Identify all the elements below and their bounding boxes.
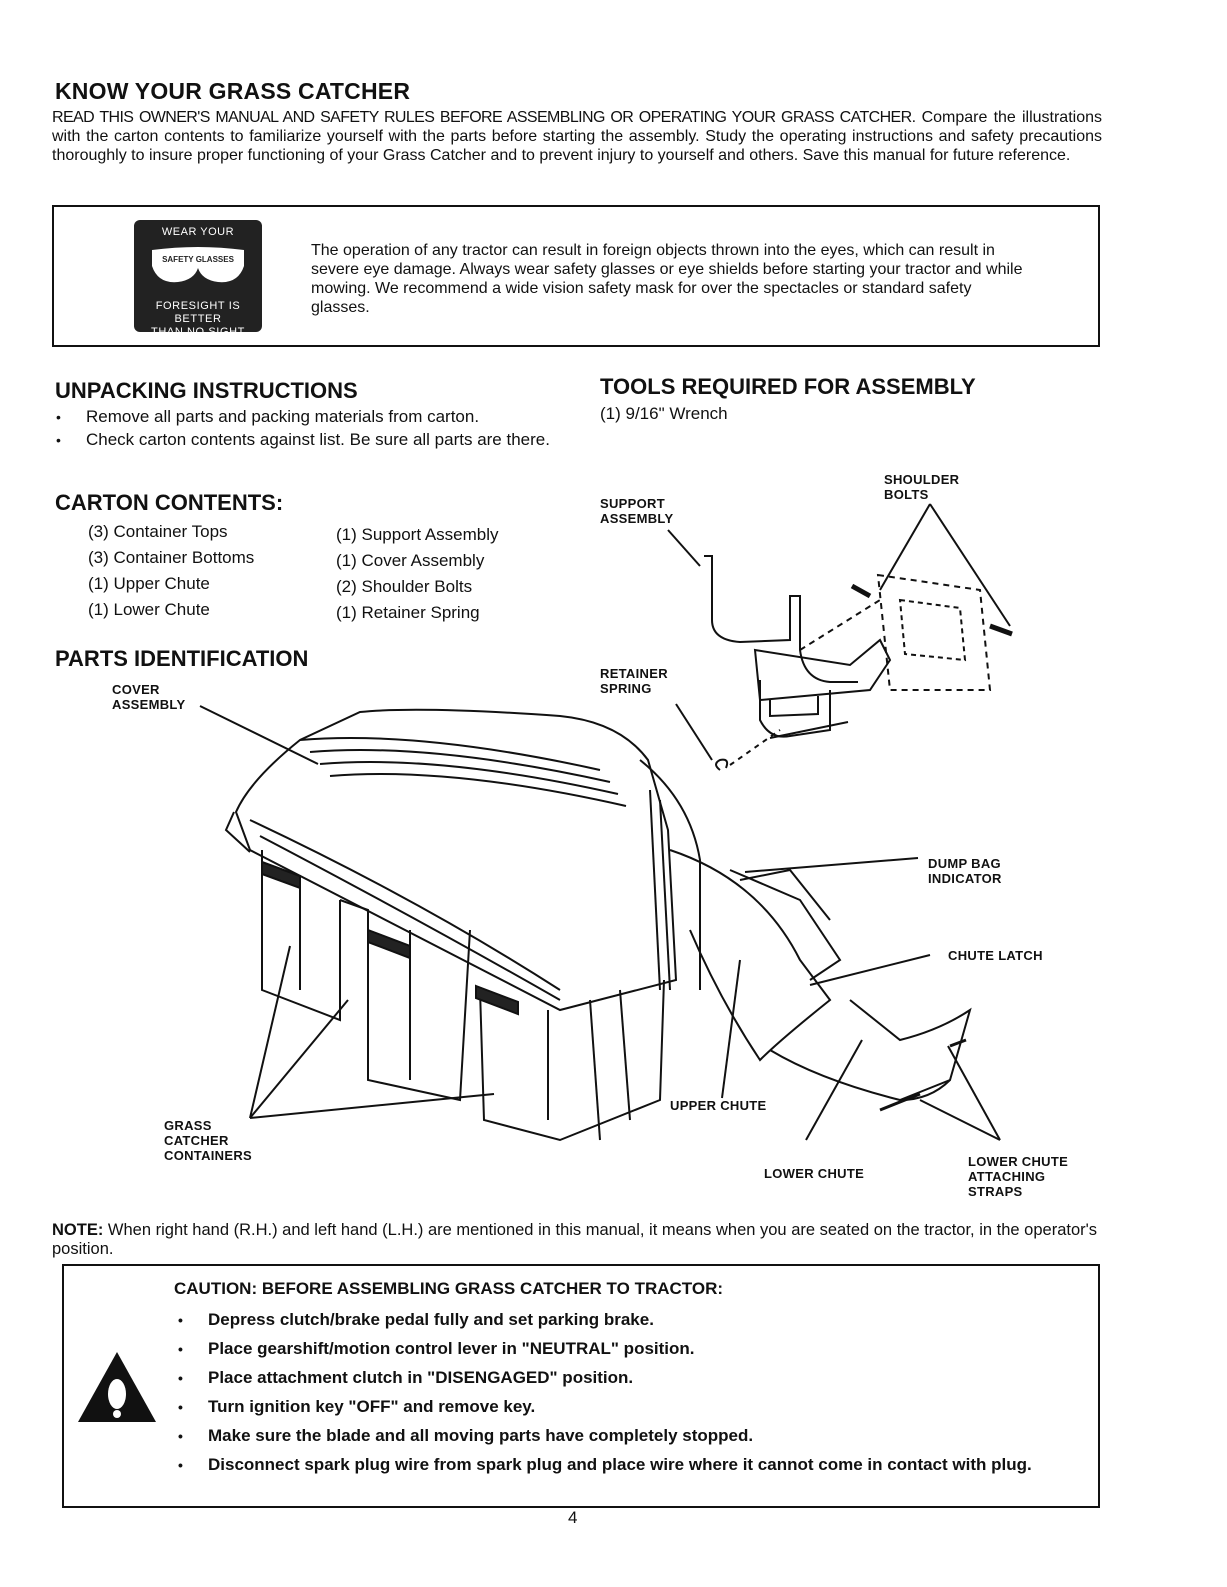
list-item: Remove all parts and packing materials f… xyxy=(52,407,552,427)
list-item: (3) Container Tops xyxy=(88,522,228,541)
note-label: NOTE: xyxy=(52,1221,104,1239)
list-item: (1) Upper Chute xyxy=(88,574,210,593)
label-support-assembly: SUPPORT ASSEMBLY xyxy=(600,496,674,526)
safety-glasses-logo: WEAR YOUR SAFETY GLASSES FORESIGHT IS BE… xyxy=(134,220,262,338)
list-item: Turn ignition key "OFF" and remove key. xyxy=(174,1397,1074,1417)
note-paragraph: NOTE: When right hand (R.H.) and left ha… xyxy=(52,1221,1112,1259)
logo-top-text: WEAR YOUR xyxy=(161,226,235,238)
caution-heading: CAUTION: BEFORE ASSEMBLING GRASS CATCHER… xyxy=(174,1279,724,1298)
unpacking-list: Remove all parts and packing materials f… xyxy=(52,407,552,453)
warning-text: The operation of any tractor can result … xyxy=(311,242,1023,316)
safety-warning-box: WEAR YOUR SAFETY GLASSES FORESIGHT IS BE… xyxy=(52,205,1100,347)
warning-triangle-icon xyxy=(78,1352,156,1422)
list-item: Check carton contents against list. Be s… xyxy=(52,430,552,450)
list-item: Place gearshift/motion control lever in … xyxy=(174,1339,1074,1359)
logo-middle-text: SAFETY GLASSES xyxy=(162,255,235,264)
intro-text: Compare the illustrations with the carto… xyxy=(52,109,1102,164)
safety-glasses-icon: SAFETY GLASSES xyxy=(152,247,244,283)
list-item: (3) Container Bottoms xyxy=(88,548,255,567)
list-item: (1) Cover Assembly xyxy=(336,551,485,570)
label-grass-catcher-containers: GRASS CATCHER CONTAINERS xyxy=(164,1118,252,1163)
label-lower-chute-straps: LOWER CHUTE ATTACHING STRAPS xyxy=(968,1154,1069,1199)
label-upper-chute: UPPER CHUTE xyxy=(670,1098,767,1113)
caution-box: CAUTION: BEFORE ASSEMBLING GRASS CATCHER… xyxy=(62,1264,1100,1508)
label-dump-bag-indicator: DUMP BAG INDICATOR xyxy=(928,856,1002,886)
label-shoulder-bolts: SHOULDER BOLTS xyxy=(884,472,960,502)
list-item: Place attachment clutch in "DISENGAGED" … xyxy=(174,1368,1074,1388)
list-item: (1) Support Assembly xyxy=(336,525,499,544)
page-title: KNOW YOUR GRASS CATCHER xyxy=(55,78,411,104)
list-item: (1) Lower Chute xyxy=(88,600,210,619)
intro-caps: READ THIS OWNER'S MANUAL AND SAFETY RULE… xyxy=(52,109,916,126)
logo-bottom-line-2: THAN NO SIGHT xyxy=(151,326,245,338)
label-cover-assembly: COVER ASSEMBLY xyxy=(112,682,186,712)
page-number: 4 xyxy=(568,1508,578,1527)
intro-paragraph: READ THIS OWNER'S MANUAL AND SAFETY RULE… xyxy=(52,108,1102,165)
unpacking-heading: UNPACKING INSTRUCTIONS xyxy=(55,378,358,403)
caution-list: Depress clutch/brake pedal fully and set… xyxy=(174,1310,1074,1484)
list-item: (2) Shoulder Bolts xyxy=(336,577,473,596)
tools-heading: TOOLS REQUIRED FOR ASSEMBLY xyxy=(600,374,976,399)
label-chute-latch: CHUTE LATCH xyxy=(948,948,1043,963)
parts-heading: PARTS IDENTIFICATION xyxy=(55,646,309,671)
carton-heading: CARTON CONTENTS: xyxy=(55,490,284,515)
note-text: When right hand (R.H.) and left hand (L.… xyxy=(52,1221,1098,1258)
carton-col-2: (1) Support Assembly (1) Cover Assembly … xyxy=(336,522,499,626)
logo-bottom-line-1: FORESIGHT IS BETTER xyxy=(155,300,241,325)
carton-col-1: (3) Container Tops (3) Container Bottoms… xyxy=(88,519,254,623)
list-item: Make sure the blade and all moving parts… xyxy=(174,1426,1074,1446)
list-item: Depress clutch/brake pedal fully and set… xyxy=(174,1310,1074,1330)
list-item: (1) Retainer Spring xyxy=(336,603,480,622)
label-retainer-spring: RETAINER SPRING xyxy=(600,666,668,696)
tools-item: (1) 9/16" Wrench xyxy=(600,404,728,423)
label-lower-chute: LOWER CHUTE xyxy=(764,1166,865,1181)
logo-bottom-text: FORESIGHT IS BETTER THAN NO SIGHT xyxy=(134,300,262,339)
list-item: Disconnect spark plug wire from spark pl… xyxy=(174,1455,1074,1475)
